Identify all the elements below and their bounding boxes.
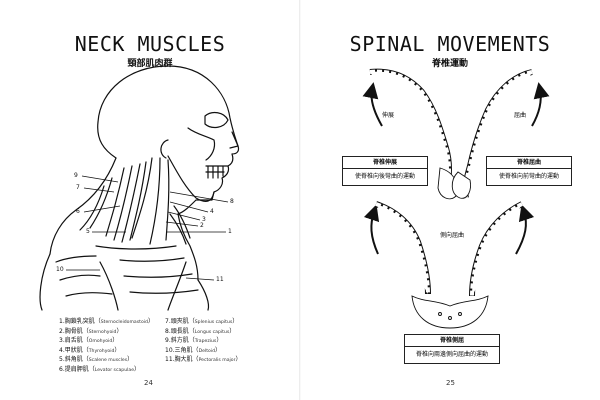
box-body: 使脊椎向後彎曲的運動 xyxy=(354,173,415,180)
legend-column-right: 7.頭夾肌（Splenius capitus） 8.頭長肌（Longus cap… xyxy=(165,318,280,366)
callout-9: 9 xyxy=(74,172,78,179)
callout-11: 11 xyxy=(216,276,224,283)
legend-item: 4.甲狀肌（Thyrohyoid） xyxy=(59,346,121,354)
spinal-movements-illustration xyxy=(362,68,550,329)
callout-2: 2 xyxy=(200,222,204,229)
legend-item: 6.提肩胛肌（Levator scapulae） xyxy=(59,365,141,373)
neck-muscles-illustration xyxy=(39,65,240,311)
callout-8: 8 xyxy=(230,198,234,205)
callout-1: 1 xyxy=(228,228,232,235)
legend-item: 11.胸大肌（Pectoralis major） xyxy=(165,356,242,364)
legend-item: 1.胸鎖乳突肌（Sternocleidomastoid） xyxy=(59,318,154,325)
legend-column-left: 1.胸鎖乳突肌（Sternocleidomastoid） 2.胸骨肌（Stern… xyxy=(59,318,174,376)
box-heading: 脊椎屈曲 xyxy=(487,157,571,169)
book-gutter xyxy=(299,0,301,400)
callout-10: 10 xyxy=(56,266,64,273)
callout-3: 3 xyxy=(202,216,206,223)
page-number: 25 xyxy=(446,379,455,387)
label-extension: 伸展 xyxy=(382,112,395,119)
legend-item: 8.頭長肌（Longus capitus） xyxy=(165,327,236,335)
box-body: 脊椎向兩邊側向屈曲的運動 xyxy=(415,351,488,358)
right-page: SPINAL MOVEMENTS 脊椎運動 xyxy=(300,0,600,400)
label-flexion: 屈曲 xyxy=(514,112,527,119)
callout-4: 4 xyxy=(210,208,214,215)
callout-7: 7 xyxy=(76,184,80,191)
legend-item: 9.斜方肌（Trapezius） xyxy=(165,337,223,345)
callout-6: 6 xyxy=(76,208,80,215)
legend-item: 2.胸骨肌（Sternohyoid） xyxy=(59,327,123,335)
left-page: NECK MUSCLES 頸部肌肉群 xyxy=(39,32,280,387)
legend-item: 3.肩舌肌（Omohyoid） xyxy=(59,337,119,345)
page-number: 24 xyxy=(144,379,153,387)
legend-item: 7.頭夾肌（Splenius capitus） xyxy=(165,318,239,325)
legend-item: 10.三角肌（Deltoid） xyxy=(165,346,222,354)
extension-info-box: 脊椎伸展 使脊椎向後彎曲的運動 xyxy=(342,156,428,186)
lateral-flexion-info-box: 脊椎側屈 脊椎向兩邊側向屈曲的運動 xyxy=(404,334,500,364)
page-subtitle: 頸部肌肉群 xyxy=(127,59,173,69)
flexion-info-box: 脊椎屈曲 使脊椎向前彎曲的運動 xyxy=(486,156,572,186)
box-body: 使脊椎向前彎曲的運動 xyxy=(498,173,559,180)
legend-item: 5.斜角肌（Scalene muscles） xyxy=(59,356,134,364)
box-heading: 脊椎伸展 xyxy=(343,157,427,169)
callout-5: 5 xyxy=(86,228,90,235)
page-title: NECK MUSCLES xyxy=(74,32,226,56)
label-lateral-flexion: 側向屈曲 xyxy=(440,232,465,239)
box-heading: 脊椎側屈 xyxy=(405,335,499,347)
page-subtitle: 脊椎運動 xyxy=(431,59,468,69)
page-title: SPINAL MOVEMENTS xyxy=(349,32,551,56)
